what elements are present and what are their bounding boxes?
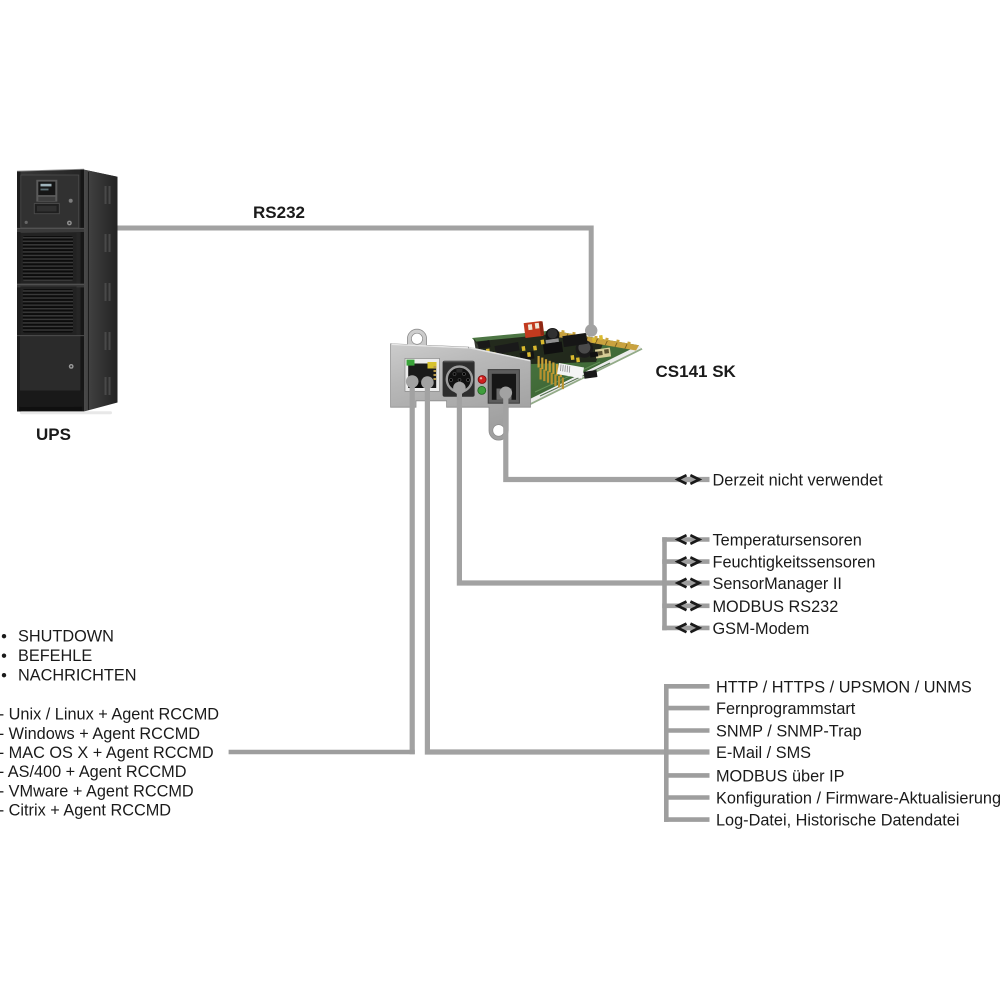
svg-text:Feuchtigkeitssensoren: Feuchtigkeitssensoren <box>713 554 876 572</box>
svg-text:Derzeit nicht verwendet: Derzeit nicht verwendet <box>713 472 884 490</box>
svg-text:CS141 SK: CS141 SK <box>656 362 737 381</box>
svg-text:Konfiguration / Firmware-Aktua: Konfiguration / Firmware-Aktualisierung <box>716 790 1000 808</box>
svg-text:- AS/400 + Agent RCCMD: - AS/400 + Agent RCCMD <box>0 763 186 781</box>
svg-text:E-Mail / SMS: E-Mail / SMS <box>716 744 811 762</box>
svg-text:NACHRICHTEN: NACHRICHTEN <box>18 666 137 684</box>
svg-text:GSM-Modem: GSM-Modem <box>713 620 810 638</box>
svg-text:SHUTDOWN: SHUTDOWN <box>18 627 114 645</box>
svg-text:- Windows + Agent RCCMD: - Windows + Agent RCCMD <box>0 725 200 743</box>
svg-text:BEFEHLE: BEFEHLE <box>18 647 92 665</box>
svg-text:- Unix / Linux + Agent RCCMD: - Unix / Linux + Agent RCCMD <box>0 706 219 724</box>
svg-text:- MAC OS X + Agent RCCMD: - MAC OS X + Agent RCCMD <box>0 744 214 762</box>
svg-text:- VMware + Agent RCCMD: - VMware + Agent RCCMD <box>0 782 194 800</box>
svg-text:SensorManager II: SensorManager II <box>713 575 842 593</box>
svg-text:HTTP / HTTPS / UPSMON / UNMS: HTTP / HTTPS / UPSMON / UNMS <box>716 678 972 696</box>
svg-text:Temperatursensoren: Temperatursensoren <box>713 532 862 550</box>
svg-text:SNMP / SNMP-Trap: SNMP / SNMP-Trap <box>716 723 862 741</box>
svg-text:RS232: RS232 <box>253 203 305 222</box>
svg-text:UPS: UPS <box>36 425 71 444</box>
svg-text:MODBUS RS232: MODBUS RS232 <box>713 598 839 616</box>
svg-text:Log-Datei, Historische Datenda: Log-Datei, Historische Datendatei <box>716 812 959 830</box>
svg-text:Fernprogrammstart: Fernprogrammstart <box>716 700 856 718</box>
svg-text:MODBUS über IP: MODBUS über IP <box>716 768 844 786</box>
svg-text:- Citrix + Agent RCCMD: - Citrix + Agent RCCMD <box>0 802 171 820</box>
